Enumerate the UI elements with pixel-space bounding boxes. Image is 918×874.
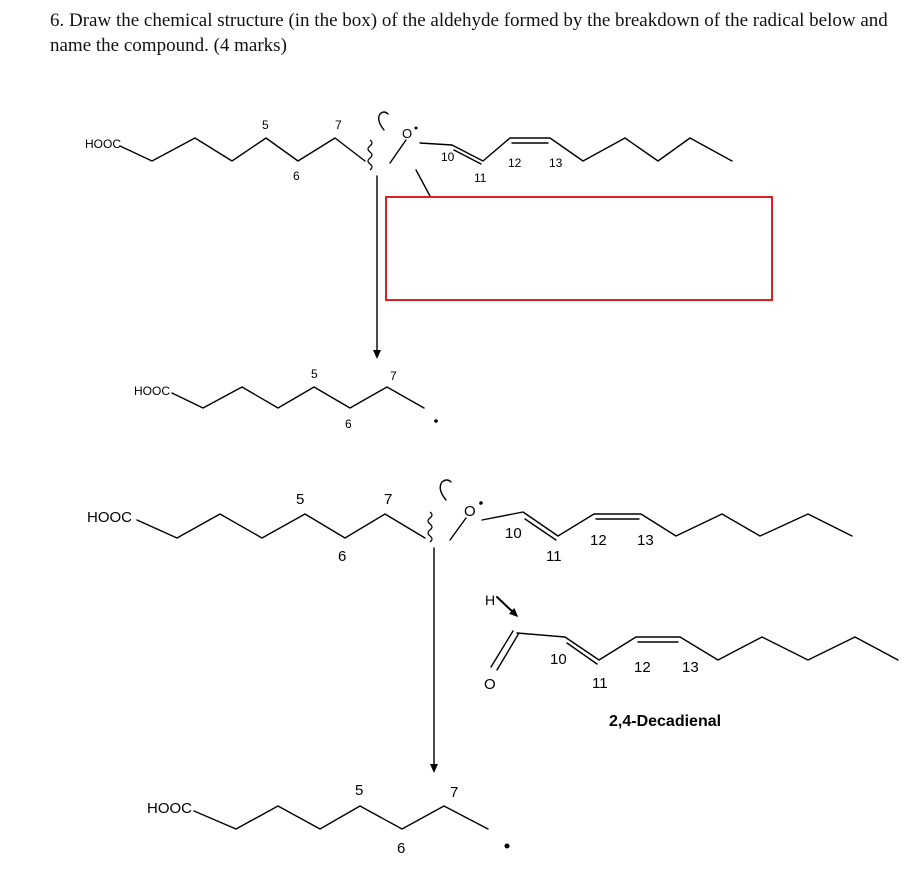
product1-hooc-label: HOOC <box>134 384 170 398</box>
aldehyde-chain <box>516 632 899 661</box>
scheme2-radical-oxygen: O <box>464 503 476 520</box>
product2-num-7: 7 <box>450 784 458 801</box>
scheme2-hydrogen-label: H <box>485 592 495 608</box>
scheme1-hooc-label: HOOC <box>85 137 121 151</box>
scheme2-radical-dot <box>479 501 483 505</box>
product1-num-5: 5 <box>311 367 318 381</box>
scheme1-cleavage-wavy-bond <box>367 139 373 171</box>
scheme2-num-12: 12 <box>590 532 607 549</box>
scheme1-num-7: 7 <box>335 118 342 132</box>
aldehyde-num-12: 12 <box>634 659 651 676</box>
product1-chain <box>171 386 425 409</box>
scheme1-diene-chain <box>419 137 733 162</box>
scheme2-double-bond-1 <box>524 518 557 541</box>
scheme2-num-10: 10 <box>505 525 522 542</box>
scheme2-radical-structure: HOOC O 5 6 7 10 11 12 13 <box>87 479 853 565</box>
question-text: 6. Draw the chemical structure (in the b… <box>50 10 888 56</box>
product2-num-5: 5 <box>355 782 363 799</box>
aldehyde-num-13: 13 <box>682 659 699 676</box>
aldehyde-carbonyl-bond-2 <box>490 630 514 668</box>
product2-chain <box>193 805 489 830</box>
aldehyde-num-10: 10 <box>550 651 567 668</box>
product2-structure: HOOC 5 6 7 <box>147 782 510 857</box>
scheme1-num-10: 10 <box>441 150 455 164</box>
aldehyde-num-11: 11 <box>592 675 608 692</box>
product1-num-6: 6 <box>345 417 352 431</box>
scheme1-num-11: 11 <box>474 171 487 185</box>
answer-box[interactable] <box>385 196 773 301</box>
scheme2-num-13: 13 <box>637 532 654 549</box>
aldehyde-double-bond-1 <box>566 642 598 665</box>
scheme1-radical-dot <box>414 126 418 130</box>
scheme1-curved-arrow <box>377 111 389 131</box>
scheme2-left-chain <box>136 513 426 539</box>
scheme2-o-c-bond <box>449 517 467 541</box>
scheme2-cleavage-wavy-bond <box>427 511 433 543</box>
product1-radical-dot <box>434 419 438 423</box>
scheme1-double-bond-1 <box>453 149 482 165</box>
scheme2-hooc-label: HOOC <box>87 509 132 526</box>
scheme2-num-6: 6 <box>338 548 346 565</box>
scheme1-o-c-bond <box>389 139 407 164</box>
scheme2-num-7: 7 <box>384 491 392 508</box>
scheme2-diene-chain <box>481 511 853 537</box>
scheme2-num-11: 11 <box>546 548 562 565</box>
scheme1-num-12: 12 <box>508 156 522 170</box>
scheme1-radical-oxygen: O <box>402 126 412 141</box>
aldehyde-carbonyl-bond-1 <box>496 632 520 671</box>
scheme1-left-chain <box>119 137 366 162</box>
product2-radical-dot <box>504 843 510 849</box>
scheme2-h-transfer-arrow <box>496 596 519 618</box>
product1-structure: HOOC 5 6 7 <box>134 367 438 431</box>
scheme1-box-connector <box>415 169 431 197</box>
scheme1-radical-structure: HOOC O 5 6 7 10 11 12 13 <box>85 111 733 197</box>
scheme1-num-13: 13 <box>549 156 563 170</box>
aldehyde-name: 2,4-Decadienal <box>609 713 721 730</box>
product2-num-6: 6 <box>397 840 405 857</box>
scheme2-num-5: 5 <box>296 491 304 508</box>
product1-num-7: 7 <box>390 369 397 383</box>
aldehyde-oxygen-label: O <box>484 676 496 693</box>
scheme1-num-6: 6 <box>293 169 300 183</box>
scheme2-curved-arrow <box>439 479 452 501</box>
scheme1-num-5: 5 <box>262 118 269 132</box>
aldehyde-structure: O 10 11 12 13 2,4-Decadienal <box>484 630 899 730</box>
product2-hooc-label: HOOC <box>147 800 192 817</box>
